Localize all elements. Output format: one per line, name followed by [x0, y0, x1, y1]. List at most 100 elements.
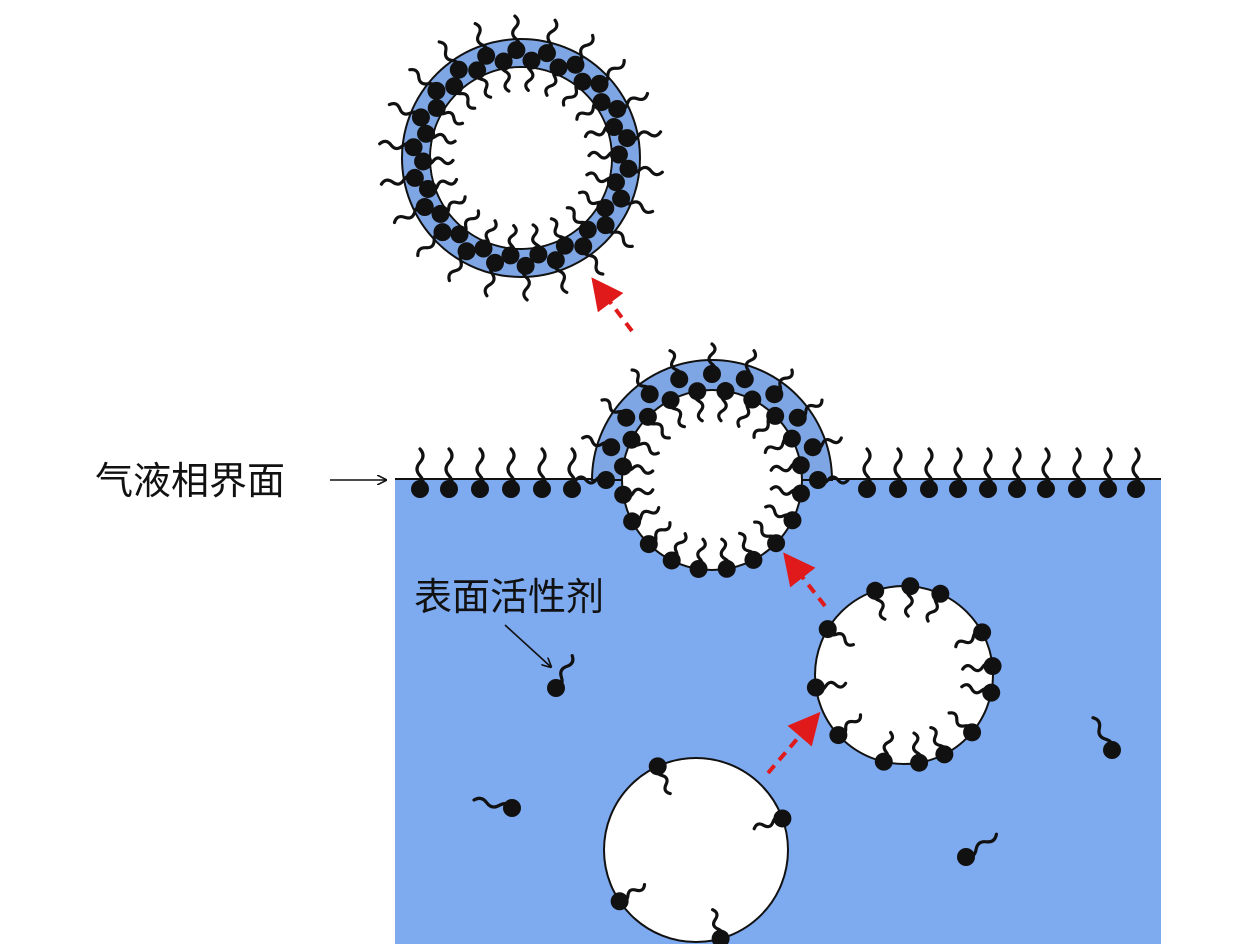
surfactant-molecule	[608, 91, 650, 118]
molecule-head	[1099, 480, 1117, 498]
molecule-head	[619, 159, 638, 178]
surfactant-molecule	[752, 809, 792, 831]
rising-bubble-interior	[621, 389, 803, 571]
surfactant-molecule	[437, 40, 468, 79]
surfactant-molecule	[547, 654, 575, 697]
molecule-head	[973, 623, 992, 642]
molecule-head	[639, 535, 658, 554]
interface-label: 气液相界面	[95, 459, 285, 503]
surfactant-molecule	[901, 577, 920, 618]
molecule-head	[507, 41, 526, 60]
surfactant-molecule	[947, 711, 982, 742]
molecule-head	[806, 678, 825, 697]
molecule-head	[494, 52, 513, 71]
molecule-head	[920, 480, 938, 498]
molecule-head	[431, 204, 450, 223]
surfactant-molecule	[806, 678, 848, 697]
molecule-head	[450, 225, 469, 244]
surfactant-molecule	[889, 447, 907, 498]
surfactant-molecule	[533, 447, 551, 498]
molecule-head	[743, 390, 762, 409]
molecule-head	[474, 239, 493, 258]
red-dashed-arrow	[766, 711, 821, 775]
surfactant-molecule	[431, 195, 467, 223]
molecule-head	[477, 46, 496, 65]
surfactant-molecule	[574, 237, 605, 276]
surfactant-molecule	[419, 177, 459, 198]
molecule-head	[573, 72, 592, 91]
surfactant-molecule	[639, 521, 672, 554]
molecule-head	[716, 382, 735, 401]
molecule-head	[614, 485, 633, 504]
surfactant-molecule	[638, 407, 671, 440]
molecule-head	[809, 471, 827, 489]
surfactant-molecule	[590, 58, 626, 93]
molecule-head	[604, 118, 623, 137]
surfactant-molecule	[561, 72, 592, 107]
surfactant-molecule	[427, 98, 465, 126]
surfactant-molecule	[622, 430, 660, 456]
surfactant-molecule	[736, 390, 762, 428]
film-bubble-interior	[431, 68, 611, 248]
surfactant-molecule	[474, 219, 498, 258]
molecule-head	[858, 480, 876, 498]
surfactant-molecule	[661, 391, 686, 429]
surfactant-molecule	[522, 51, 541, 92]
molecule-head	[735, 370, 754, 389]
surfactant-molecule	[529, 223, 548, 264]
surfactant-molecule	[378, 138, 423, 157]
surfactant-molecule	[379, 168, 424, 187]
surfactant-molecule	[610, 883, 647, 911]
surfactant-molecule	[537, 18, 559, 63]
molecule-head	[574, 237, 593, 256]
molecule-head	[617, 408, 636, 427]
surfactant-molecule	[818, 620, 855, 647]
surfactant-molecule	[910, 731, 929, 772]
molecule-head	[829, 726, 848, 745]
surfactant-molecule	[468, 61, 493, 99]
molecule-head	[773, 809, 792, 828]
surfactant-molecule	[716, 382, 735, 423]
molecule-head	[610, 892, 629, 911]
surfactant-molecule	[752, 406, 785, 439]
surfactant-molecule	[1008, 447, 1026, 498]
molecule-head	[1037, 480, 1055, 498]
surfactant-molecule	[585, 171, 625, 192]
molecule-head	[405, 168, 424, 187]
surfactant-molecule	[866, 581, 887, 621]
surfactant-molecule	[408, 67, 446, 100]
molecule-head	[427, 81, 446, 100]
molecule-head	[910, 753, 929, 772]
surfactant-molecule	[874, 730, 895, 771]
surfactant-pointer-arrow	[504, 624, 551, 667]
molecule-head	[889, 480, 907, 498]
molecule-head	[982, 683, 1001, 702]
molecule-head	[791, 456, 810, 475]
molecule-head	[468, 61, 487, 80]
molecule-head	[590, 74, 609, 93]
molecule-head	[417, 124, 436, 143]
surfactant-molecule	[494, 52, 513, 93]
molecule-head	[433, 223, 452, 242]
surfactant-molecule	[738, 531, 763, 569]
molecule-head	[404, 138, 423, 157]
molecule-head	[791, 484, 810, 503]
molecule-head	[445, 77, 464, 96]
surfactant-molecule	[471, 447, 489, 498]
molecule-head	[606, 173, 625, 192]
molecule-head	[688, 382, 707, 401]
surfactant-molecule	[450, 209, 481, 244]
molecule-head	[638, 407, 657, 426]
molecule-head	[765, 385, 784, 404]
molecule-head	[549, 58, 568, 77]
molecule-head	[803, 438, 822, 457]
surfactant-molecule	[445, 77, 477, 110]
surfactant-molecule	[566, 33, 595, 74]
molecule-head	[1008, 480, 1026, 498]
surfactant-molecules-group	[378, 14, 1145, 944]
molecule-head	[503, 799, 521, 817]
surfactant-molecule	[662, 532, 688, 570]
molecule-head	[648, 757, 667, 776]
surfactant-molecule	[703, 342, 721, 383]
